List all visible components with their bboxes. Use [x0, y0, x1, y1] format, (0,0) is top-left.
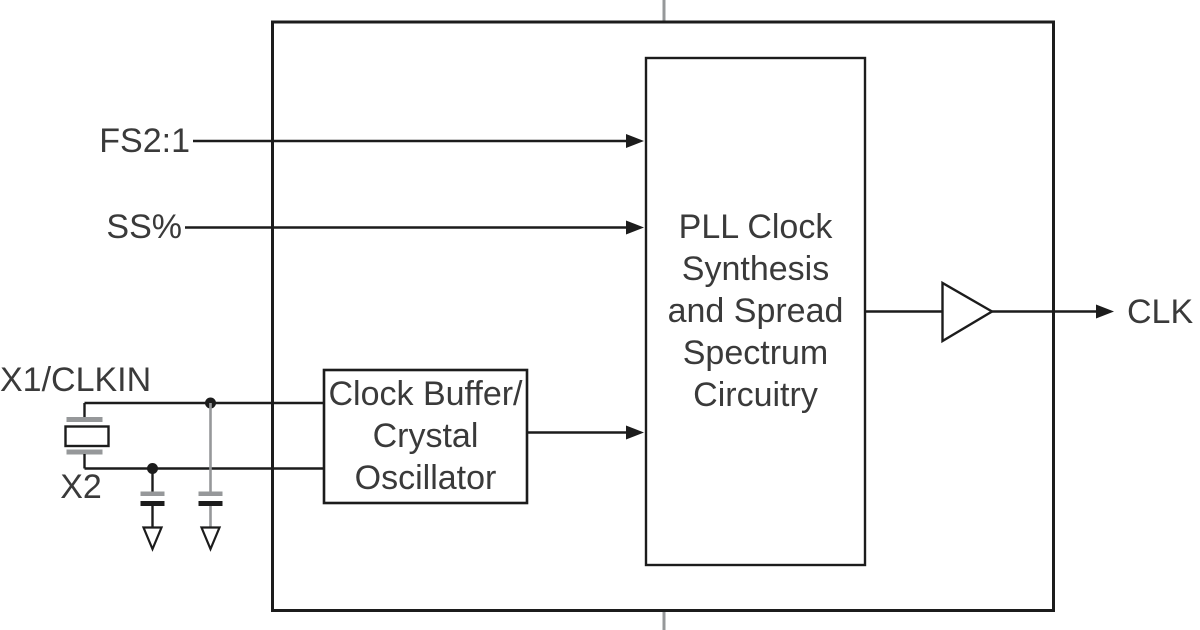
pll-block-box [644, 56, 867, 567]
cap1-top-plate [140, 491, 165, 496]
x1-clkin-label: X1/CLKIN [0, 361, 152, 399]
crystal-top-plate [66, 417, 103, 422]
fs-arrowhead-icon [626, 134, 644, 148]
pll-block-title: PLL Clock Synthesis and Spread Spectrum … [646, 206, 865, 416]
fs-signal-label: FS2:1 [99, 122, 190, 160]
pll-title-line-3: and Spread [667, 292, 844, 330]
cap2-bottom-plate [198, 501, 223, 506]
osc-block-title: Clock Buffer/ Crystal Oscillator [324, 373, 527, 499]
ss-arrowhead-icon [626, 220, 644, 235]
osc-block-box [322, 368, 529, 505]
pll-title-line-4: Spectrum [682, 334, 829, 372]
output-buffer-triangle-icon [941, 280, 995, 344]
ground-icon-2 [199, 526, 222, 552]
cap1-bottom-plate [140, 501, 165, 506]
pll-title-line-2: Synthesis [681, 250, 830, 288]
chip-boundary-box [271, 20, 1055, 612]
clk-output-label: CLK [1127, 293, 1194, 331]
ground-icon-1 [141, 526, 164, 552]
osc-title-line-2: Crystal [372, 417, 479, 455]
pll-title-line-5: Circuitry [693, 376, 818, 414]
crystal-bottom-plate [66, 449, 103, 455]
pll-title-line-1: PLL Clock [678, 208, 833, 246]
x2-label: X2 [60, 468, 102, 506]
cap2-top-plate [198, 491, 223, 496]
clk-arrowhead-icon [1096, 304, 1114, 319]
osc-arrowhead-icon [626, 425, 644, 440]
osc-title-line-3: Oscillator [354, 459, 497, 497]
crystal-icon [64, 425, 110, 448]
osc-title-line-1: Clock Buffer/ [328, 375, 523, 413]
ss-signal-label: SS% [106, 208, 182, 246]
